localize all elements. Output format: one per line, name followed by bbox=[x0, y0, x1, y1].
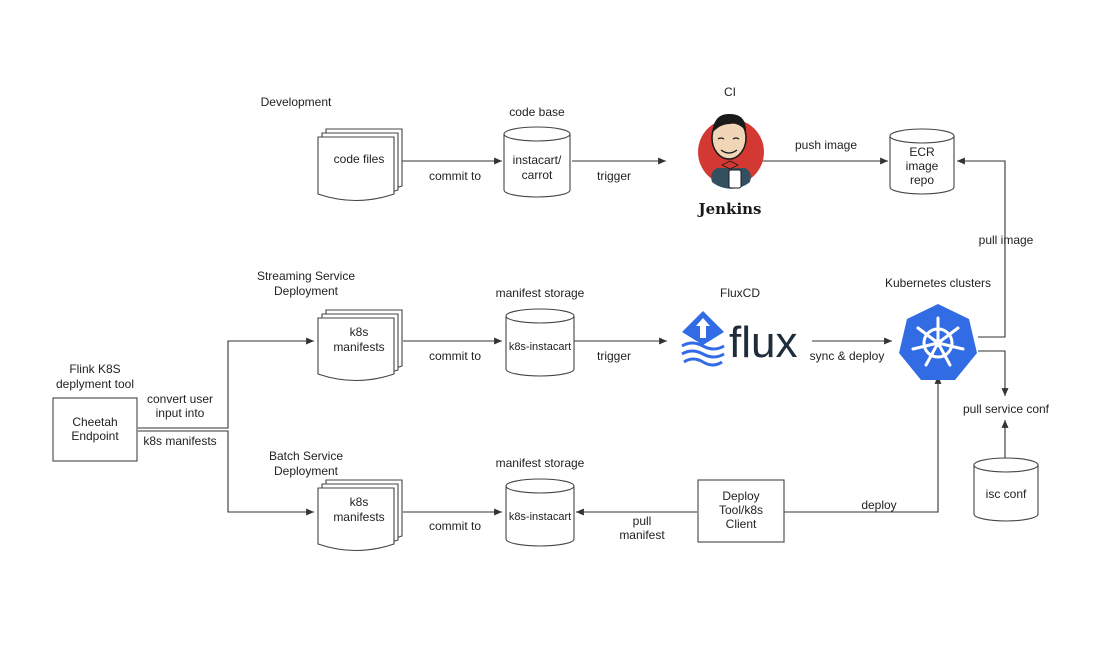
manifest-storage-top-cylinder: k8s-instacart bbox=[505, 308, 575, 377]
edge-label-commit-batch: commit to bbox=[429, 519, 481, 533]
code-files-label: code files bbox=[334, 152, 385, 166]
edge-label-trigger-flux: trigger bbox=[597, 349, 631, 363]
code-files-node: code files bbox=[317, 128, 403, 201]
edge-pull-service-conf bbox=[978, 350, 1009, 396]
streaming-title-2: Deployment bbox=[274, 284, 339, 298]
manifest-storage-bottom-cylinder: k8s-instacart bbox=[505, 478, 575, 547]
edge-label-deploy: deploy bbox=[861, 498, 896, 512]
edge-label-sync-deploy: sync & deploy bbox=[810, 349, 885, 363]
manifest-storage-bottom-title: manifest storage bbox=[496, 456, 585, 470]
edge-label-pull-manifest-2: manifest bbox=[619, 528, 665, 542]
streaming-title-1: Streaming Service bbox=[257, 269, 355, 283]
cheetah-label-2: Endpoint bbox=[71, 429, 119, 443]
cheetah-label-1: Cheetah bbox=[72, 415, 117, 429]
ecr-cylinder: ECR image repo bbox=[889, 128, 955, 195]
edge-label-convert-1: convert user bbox=[147, 392, 213, 406]
deploy-tool-node: Deploy Tool/k8s Client bbox=[697, 479, 785, 543]
edge-labels: commit to trigger push image pull image … bbox=[143, 138, 1049, 542]
batch-manifests-label-1: k8s bbox=[350, 495, 369, 509]
edge-label-convert-2: input into bbox=[156, 406, 205, 420]
edges bbox=[138, 157, 1009, 516]
kubernetes-clusters-title: Kubernetes clusters bbox=[885, 276, 991, 290]
code-base-title: code base bbox=[509, 105, 565, 119]
batch-manifests-label-2: manifests bbox=[333, 510, 384, 524]
manifest-storage-bottom-label: k8s-instacart bbox=[509, 511, 571, 523]
flink-tool-title-1: Flink K8S bbox=[69, 362, 120, 376]
streaming-manifests-label-2: manifests bbox=[333, 340, 384, 354]
code-base-label-2: carrot bbox=[522, 168, 553, 182]
batch-manifests-node: k8s manifests bbox=[317, 479, 403, 551]
edge-label-trigger-ci: trigger bbox=[597, 169, 631, 183]
deploy-tool-label-1: Deploy bbox=[722, 489, 759, 503]
ecr-label-3: repo bbox=[910, 173, 934, 187]
manifest-storage-top-title: manifest storage bbox=[496, 286, 585, 300]
fluxcd-title: FluxCD bbox=[720, 286, 760, 300]
development-title: Development bbox=[261, 95, 332, 109]
ecr-label-2: image bbox=[906, 159, 939, 173]
edge-pull-image bbox=[957, 157, 1006, 338]
ecr-label-1: ECR bbox=[909, 145, 935, 159]
edge-label-convert-3: k8s manifests bbox=[143, 434, 216, 448]
edge-convert-streaming bbox=[138, 337, 314, 429]
streaming-manifests-node: k8s manifests bbox=[317, 309, 403, 381]
manifest-storage-top-label: k8s-instacart bbox=[509, 341, 571, 353]
deploy-tool-label-3: Client bbox=[726, 517, 757, 531]
edge-deploy bbox=[784, 376, 942, 513]
code-base-label-1: instacart/ bbox=[513, 153, 562, 167]
jenkins-wordmark: Jenkins bbox=[697, 200, 762, 218]
code-base-cylinder: instacart/ carrot bbox=[503, 126, 571, 198]
batch-title-2: Deployment bbox=[274, 464, 339, 478]
cheetah-endpoint-node: Cheetah Endpoint bbox=[52, 397, 138, 462]
flink-tool-title-2: deplyment tool bbox=[56, 377, 134, 391]
isc-conf-cylinder: isc conf bbox=[973, 457, 1039, 522]
edge-label-pull-manifest-1: pull bbox=[633, 514, 652, 528]
jenkins-logo-icon: Jenkins bbox=[697, 113, 764, 218]
batch-title-1: Batch Service bbox=[269, 449, 343, 463]
edge-label-pull-image: pull image bbox=[979, 233, 1034, 247]
edge-label-commit-streaming: commit to bbox=[429, 349, 481, 363]
edge-convert-batch bbox=[138, 430, 314, 516]
ci-title: CI bbox=[724, 85, 736, 99]
edge-label-commit-dev: commit to bbox=[429, 169, 481, 183]
edge-label-pull-service-conf: pull service conf bbox=[963, 402, 1050, 416]
streaming-manifests-label-1: k8s bbox=[350, 325, 369, 339]
kubernetes-helm-icon bbox=[899, 304, 977, 380]
flux-wordmark: flux bbox=[729, 318, 797, 367]
deploy-tool-label-2: Tool/k8s bbox=[719, 503, 763, 517]
flux-logo-icon: flux bbox=[681, 311, 797, 367]
edge-label-push-image: push image bbox=[795, 138, 857, 152]
isc-conf-label: isc conf bbox=[986, 487, 1027, 501]
